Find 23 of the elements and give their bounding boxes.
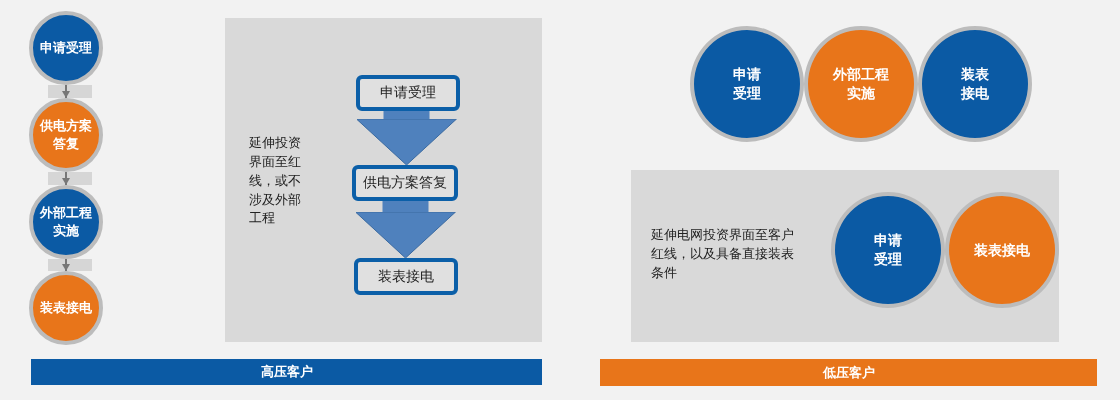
process-circle: 装表接电: [945, 192, 1059, 308]
arrow: [62, 171, 70, 186]
block-arrow: [355, 201, 456, 259]
step-box: 申请受理: [356, 75, 460, 111]
step-box: 供电方案答复: [352, 165, 458, 201]
process-circle: 供电方案答复: [29, 98, 103, 172]
block-arrow: [356, 111, 457, 166]
process-circle: 外部工程实施: [804, 26, 918, 142]
process-circle: 申请受理: [831, 192, 945, 308]
process-circle: 外部工程实施: [29, 185, 103, 259]
arrow: [62, 258, 70, 272]
process-circle: 申请受理: [690, 26, 804, 142]
process-circle: 装表接电: [918, 26, 1032, 142]
description-panel: [225, 18, 542, 342]
step-box: 装表接电: [354, 258, 458, 295]
description-text: 延伸电网投资界面至客户红线，以及具备直接装表条件: [651, 226, 795, 282]
category-bar: 低压客户: [600, 359, 1097, 386]
description-text: 延伸投资界面至红线，或不涉及外部工程: [249, 134, 302, 228]
process-circle: 装表接电: [29, 271, 103, 345]
process-circle: 申请受理: [29, 11, 103, 85]
description-panel: [631, 170, 1059, 342]
arrow: [62, 84, 70, 99]
category-bar: 高压客户: [31, 359, 542, 385]
